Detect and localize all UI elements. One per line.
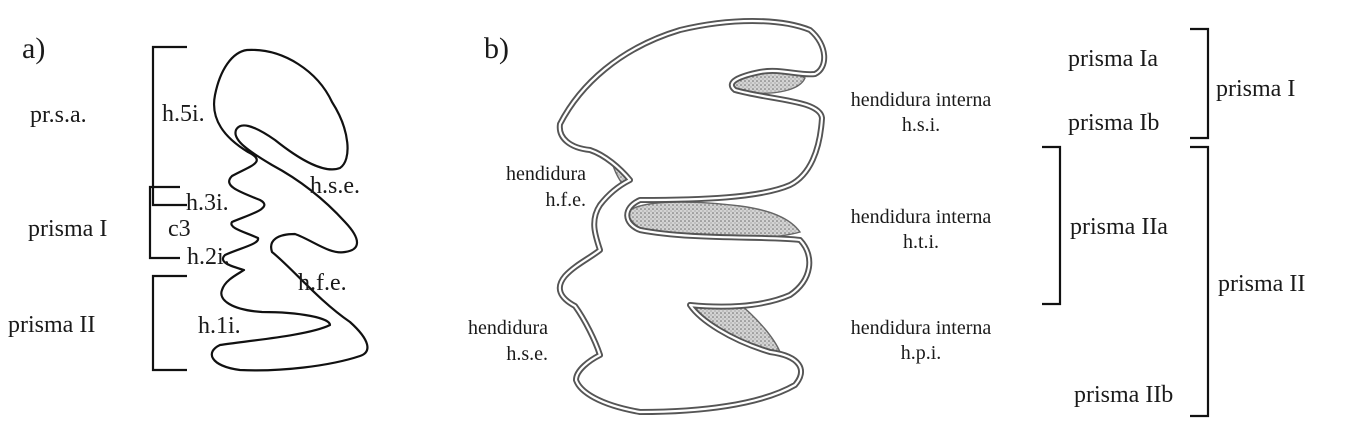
label-hti-code: h.t.i. bbox=[903, 231, 939, 253]
label-hfe-a: h.f.e. bbox=[298, 270, 347, 296]
bracket-prisma-2 bbox=[1190, 145, 1210, 418]
label-hsi-code: h.s.i. bbox=[902, 114, 940, 136]
molar-outline-a bbox=[210, 48, 369, 372]
prism-label-2b: prisma IIb bbox=[1074, 382, 1173, 408]
molar-outline-b bbox=[556, 18, 828, 415]
label-h5i: h.5i. bbox=[162, 101, 205, 127]
label-hse-b-title: hendidura bbox=[468, 317, 548, 339]
enamel-inner-line bbox=[558, 19, 826, 414]
label-c3: c3 bbox=[168, 216, 191, 242]
label-h3i: h.3i. bbox=[186, 190, 229, 216]
label-hsi-title: hendidura interna bbox=[851, 89, 992, 111]
prism-label-1: prisma I bbox=[1216, 76, 1295, 102]
label-hti-title: hendidura interna bbox=[851, 206, 992, 228]
panel-a: a) pr.s.a. prisma I prisma II h.5i. h.s.… bbox=[8, 32, 369, 372]
label-h1i: h.1i. bbox=[198, 313, 241, 339]
panel-b: b) hendidura h.f.e. hendidura h.s.e. hen… bbox=[468, 18, 1305, 418]
bracket-prisma-1 bbox=[1190, 27, 1210, 140]
bracket-prisma-1-a bbox=[148, 185, 180, 260]
label-hse-a: h.s.e. bbox=[310, 173, 360, 199]
bracket-prsa bbox=[151, 45, 187, 207]
bracket-label-prisma-2-a: prisma II bbox=[8, 312, 95, 338]
panel-b-tag: b) bbox=[484, 32, 509, 65]
label-hpi-title: hendidura interna bbox=[851, 317, 992, 339]
bracket-label-prsa: pr.s.a. bbox=[30, 102, 87, 128]
label-hpi-code: h.p.i. bbox=[901, 342, 942, 364]
prism-label-1a: prisma Ia bbox=[1068, 46, 1158, 72]
label-hse-b-code: h.s.e. bbox=[506, 343, 548, 365]
bracket-prisma-2a bbox=[1042, 145, 1062, 306]
bracket-label-prisma-1-a: prisma I bbox=[28, 216, 107, 242]
label-hfe-b-title: hendidura bbox=[506, 163, 586, 185]
label-hfe-b-code: h.f.e. bbox=[545, 189, 586, 211]
prism-label-2: prisma II bbox=[1218, 271, 1305, 297]
panel-a-tag: a) bbox=[22, 32, 45, 65]
label-h2i: h.2i. bbox=[187, 244, 230, 270]
bracket-prisma-2-a bbox=[151, 274, 187, 372]
prism-label-2a: prisma IIa bbox=[1070, 214, 1168, 240]
prism-label-1b: prisma Ib bbox=[1068, 110, 1159, 136]
